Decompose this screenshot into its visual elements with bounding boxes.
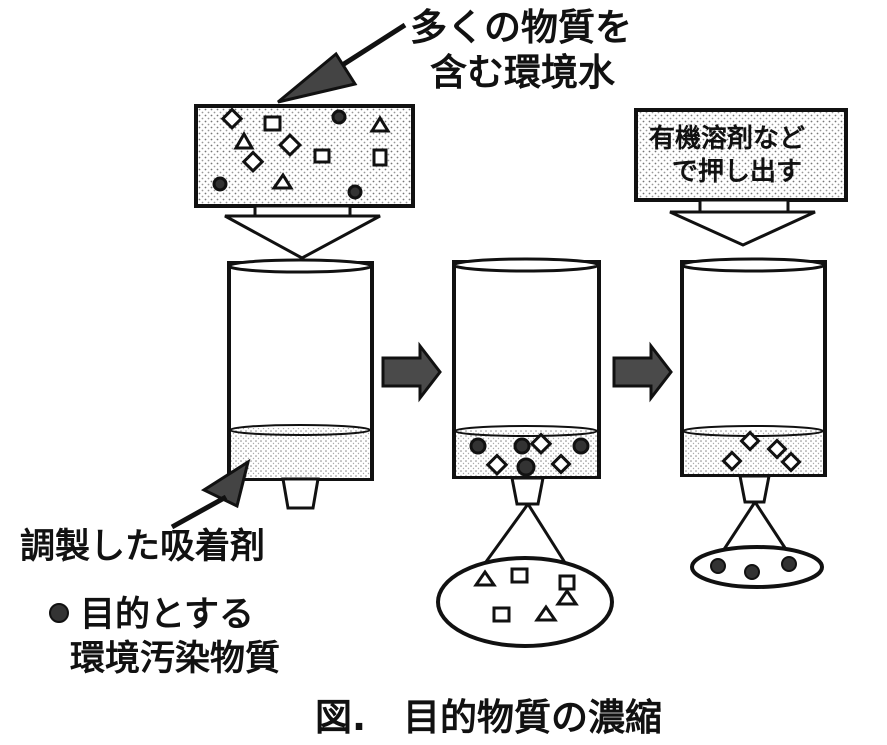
legend-line-2: 環境汚染物質: [70, 639, 280, 679]
eluted-target-particles: [710, 556, 797, 580]
adsorbent-pointer-icon: [170, 458, 251, 530]
solvent-line-1: 有機溶剤など: [649, 123, 805, 154]
adsorbent-label: 調製した吸着剤: [20, 527, 265, 567]
environmental-water-label: 多くの物質を 含む環境水: [410, 6, 632, 94]
env-water-line-2: 含む環境水: [430, 51, 616, 94]
column-3: [680, 257, 827, 589]
column-1: [227, 258, 374, 510]
figure-caption: 図. 目的物質の濃縮: [315, 696, 662, 739]
pointer-arrow-icon: [277, 22, 407, 104]
process-arrow-icon-1: [381, 341, 442, 403]
mixed-particles: [212, 107, 391, 200]
target-pollutant-legend: 目的とする 環境汚染物質: [49, 595, 280, 679]
column-2: [436, 257, 614, 648]
remaining-particles-3: [721, 430, 802, 473]
legend-line-1: 目的とする: [80, 595, 254, 635]
captured-particles-2: [469, 432, 590, 477]
target-particle-icon: [49, 603, 69, 623]
water-sample-box: [194, 104, 415, 260]
organic-solvent-box: 有機溶剤など で押し出す: [634, 108, 848, 247]
process-arrow-icon-2: [612, 341, 673, 403]
passed-particles: [473, 567, 579, 623]
solvent-line-2: で押し出す: [672, 157, 802, 187]
env-water-line-1: 多くの物質を: [410, 6, 632, 49]
